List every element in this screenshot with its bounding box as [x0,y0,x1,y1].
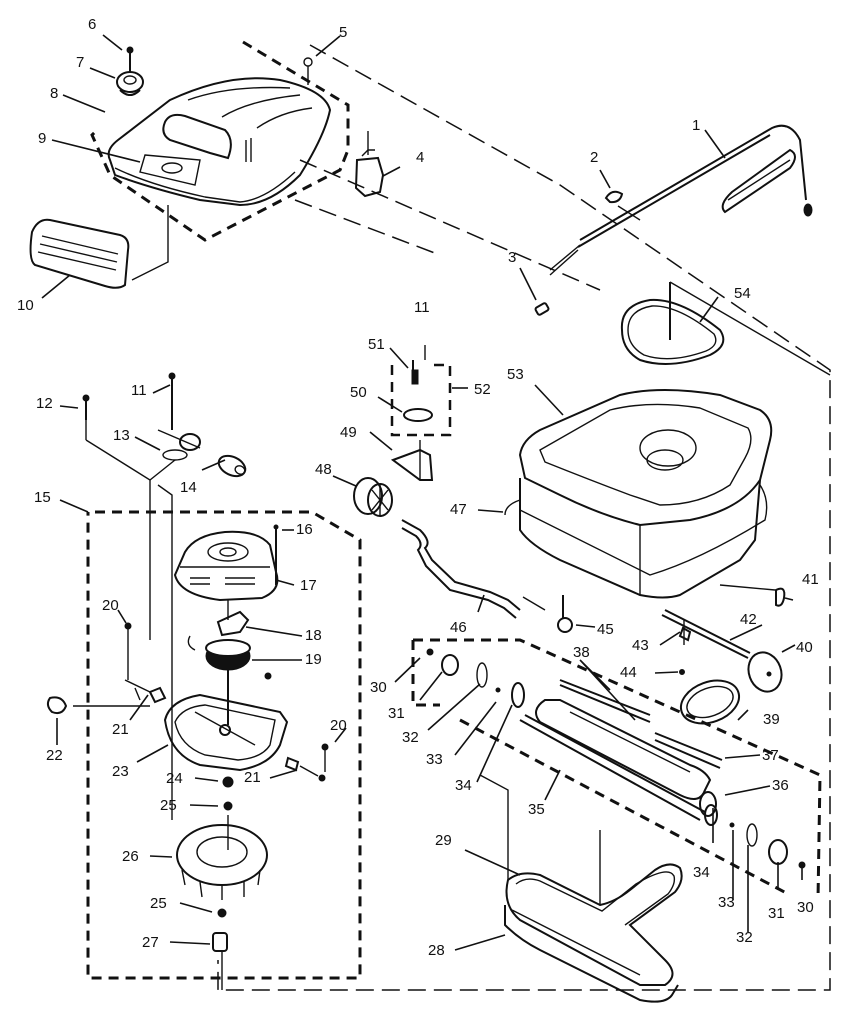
callout-36: 36 [772,777,789,794]
lens-grille-icon [29,205,169,289]
callout-47: 47 [450,501,467,518]
callout-5: 5 [339,24,348,41]
callout-54: 54 [734,285,751,302]
callout-10: 10 [17,297,34,314]
callout-20-left: 20 [102,597,119,614]
callout-41: 41 [802,571,819,588]
callout-24: 24 [166,770,183,787]
motor-assembly-dashed-box [86,510,362,980]
callout-6: 6 [88,16,97,33]
callout-17: 17 [300,577,317,594]
handle-bail-icon [401,519,546,619]
callout-30-right: 30 [797,899,814,916]
callout-20-right: 20 [330,717,347,734]
latch-parts [390,345,434,481]
callout-21-left: 21 [112,721,129,738]
connector-icon [46,696,150,715]
callout-23: 23 [112,763,129,780]
callout-53: 53 [507,366,524,383]
callout-14: 14 [180,479,197,496]
latch-assembly-dashed-box [390,363,452,437]
spring-icon [557,595,573,633]
cord-icon [549,124,813,276]
callout-29: 29 [435,832,452,849]
base-plate-icon [479,774,683,1003]
callout-33-left: 33 [426,751,443,768]
callout-28: 28 [428,942,445,959]
callout-49: 49 [340,424,357,441]
callout-37: 37 [762,747,779,764]
callout-48: 48 [315,461,332,478]
hood [107,77,332,207]
callout-50: 50 [350,384,367,401]
callout-2: 2 [590,149,599,166]
switch-icon [354,131,385,198]
brush-roll-dashed-box [411,638,822,901]
callout-42: 42 [740,611,757,628]
callout-30-left: 30 [370,679,387,696]
callout-38: 38 [573,644,590,661]
callout-34-left: 34 [455,777,472,794]
callout-13: 13 [113,427,130,444]
callout-44: 44 [620,664,637,681]
strain-relief-icon [534,302,550,316]
housing-icon [504,389,773,599]
motor-mount-icon [163,668,289,772]
leader-lines [41,34,803,951]
lamp-icon [82,372,247,820]
callout-22: 22 [46,747,63,764]
callout-31-left: 31 [388,705,405,722]
callout-45: 45 [597,621,614,638]
callout-11-lamp: 11 [131,382,147,399]
knob-icon [116,71,144,96]
callout-21-right: 21 [244,769,261,786]
callout-33-right: 33 [718,894,735,911]
callout-32-left: 32 [402,729,419,746]
callout-25-lower: 25 [150,895,167,912]
callout-35: 35 [528,801,545,818]
callout-18: 18 [305,627,322,644]
callout-34-right: 34 [693,864,710,881]
callout-19: 19 [305,651,322,668]
cord-clip-icon [604,190,641,221]
motor-cover-icon [173,524,279,602]
callout-40: 40 [796,639,813,656]
callout-25-upper: 25 [160,797,177,814]
callout-46: 46 [450,619,467,636]
terminals-icon [124,622,329,782]
screw-icon [126,46,313,85]
belt-icon [679,679,741,725]
callout-52: 52 [474,381,491,398]
callout-9: 9 [38,130,47,147]
callout-16: 16 [296,521,313,538]
callout-4: 4 [416,149,425,166]
callout-51: 51 [368,336,385,353]
callout-3: 3 [508,249,517,266]
gasket-ring-icon [620,298,725,365]
end-caps-left [426,648,525,708]
callout-43: 43 [632,637,649,654]
axle-wheel-icon [661,584,786,693]
callout-15: 15 [34,489,51,506]
callout-27: 27 [142,934,159,951]
callout-32-right: 32 [736,929,753,946]
callout-12: 12 [36,395,53,412]
callout-39: 39 [763,711,780,728]
callout-7: 7 [76,54,85,71]
callout-26: 26 [122,848,139,865]
wheel-icon [353,477,393,517]
motor-fan-icon [187,600,272,680]
callout-31-right: 31 [768,905,785,922]
brush-roll-icon [519,679,723,821]
callout-8: 8 [50,85,59,102]
callout-11-latch: 11 [414,299,430,316]
callout-1: 1 [692,117,701,134]
impeller-stack-icon [176,776,268,990]
